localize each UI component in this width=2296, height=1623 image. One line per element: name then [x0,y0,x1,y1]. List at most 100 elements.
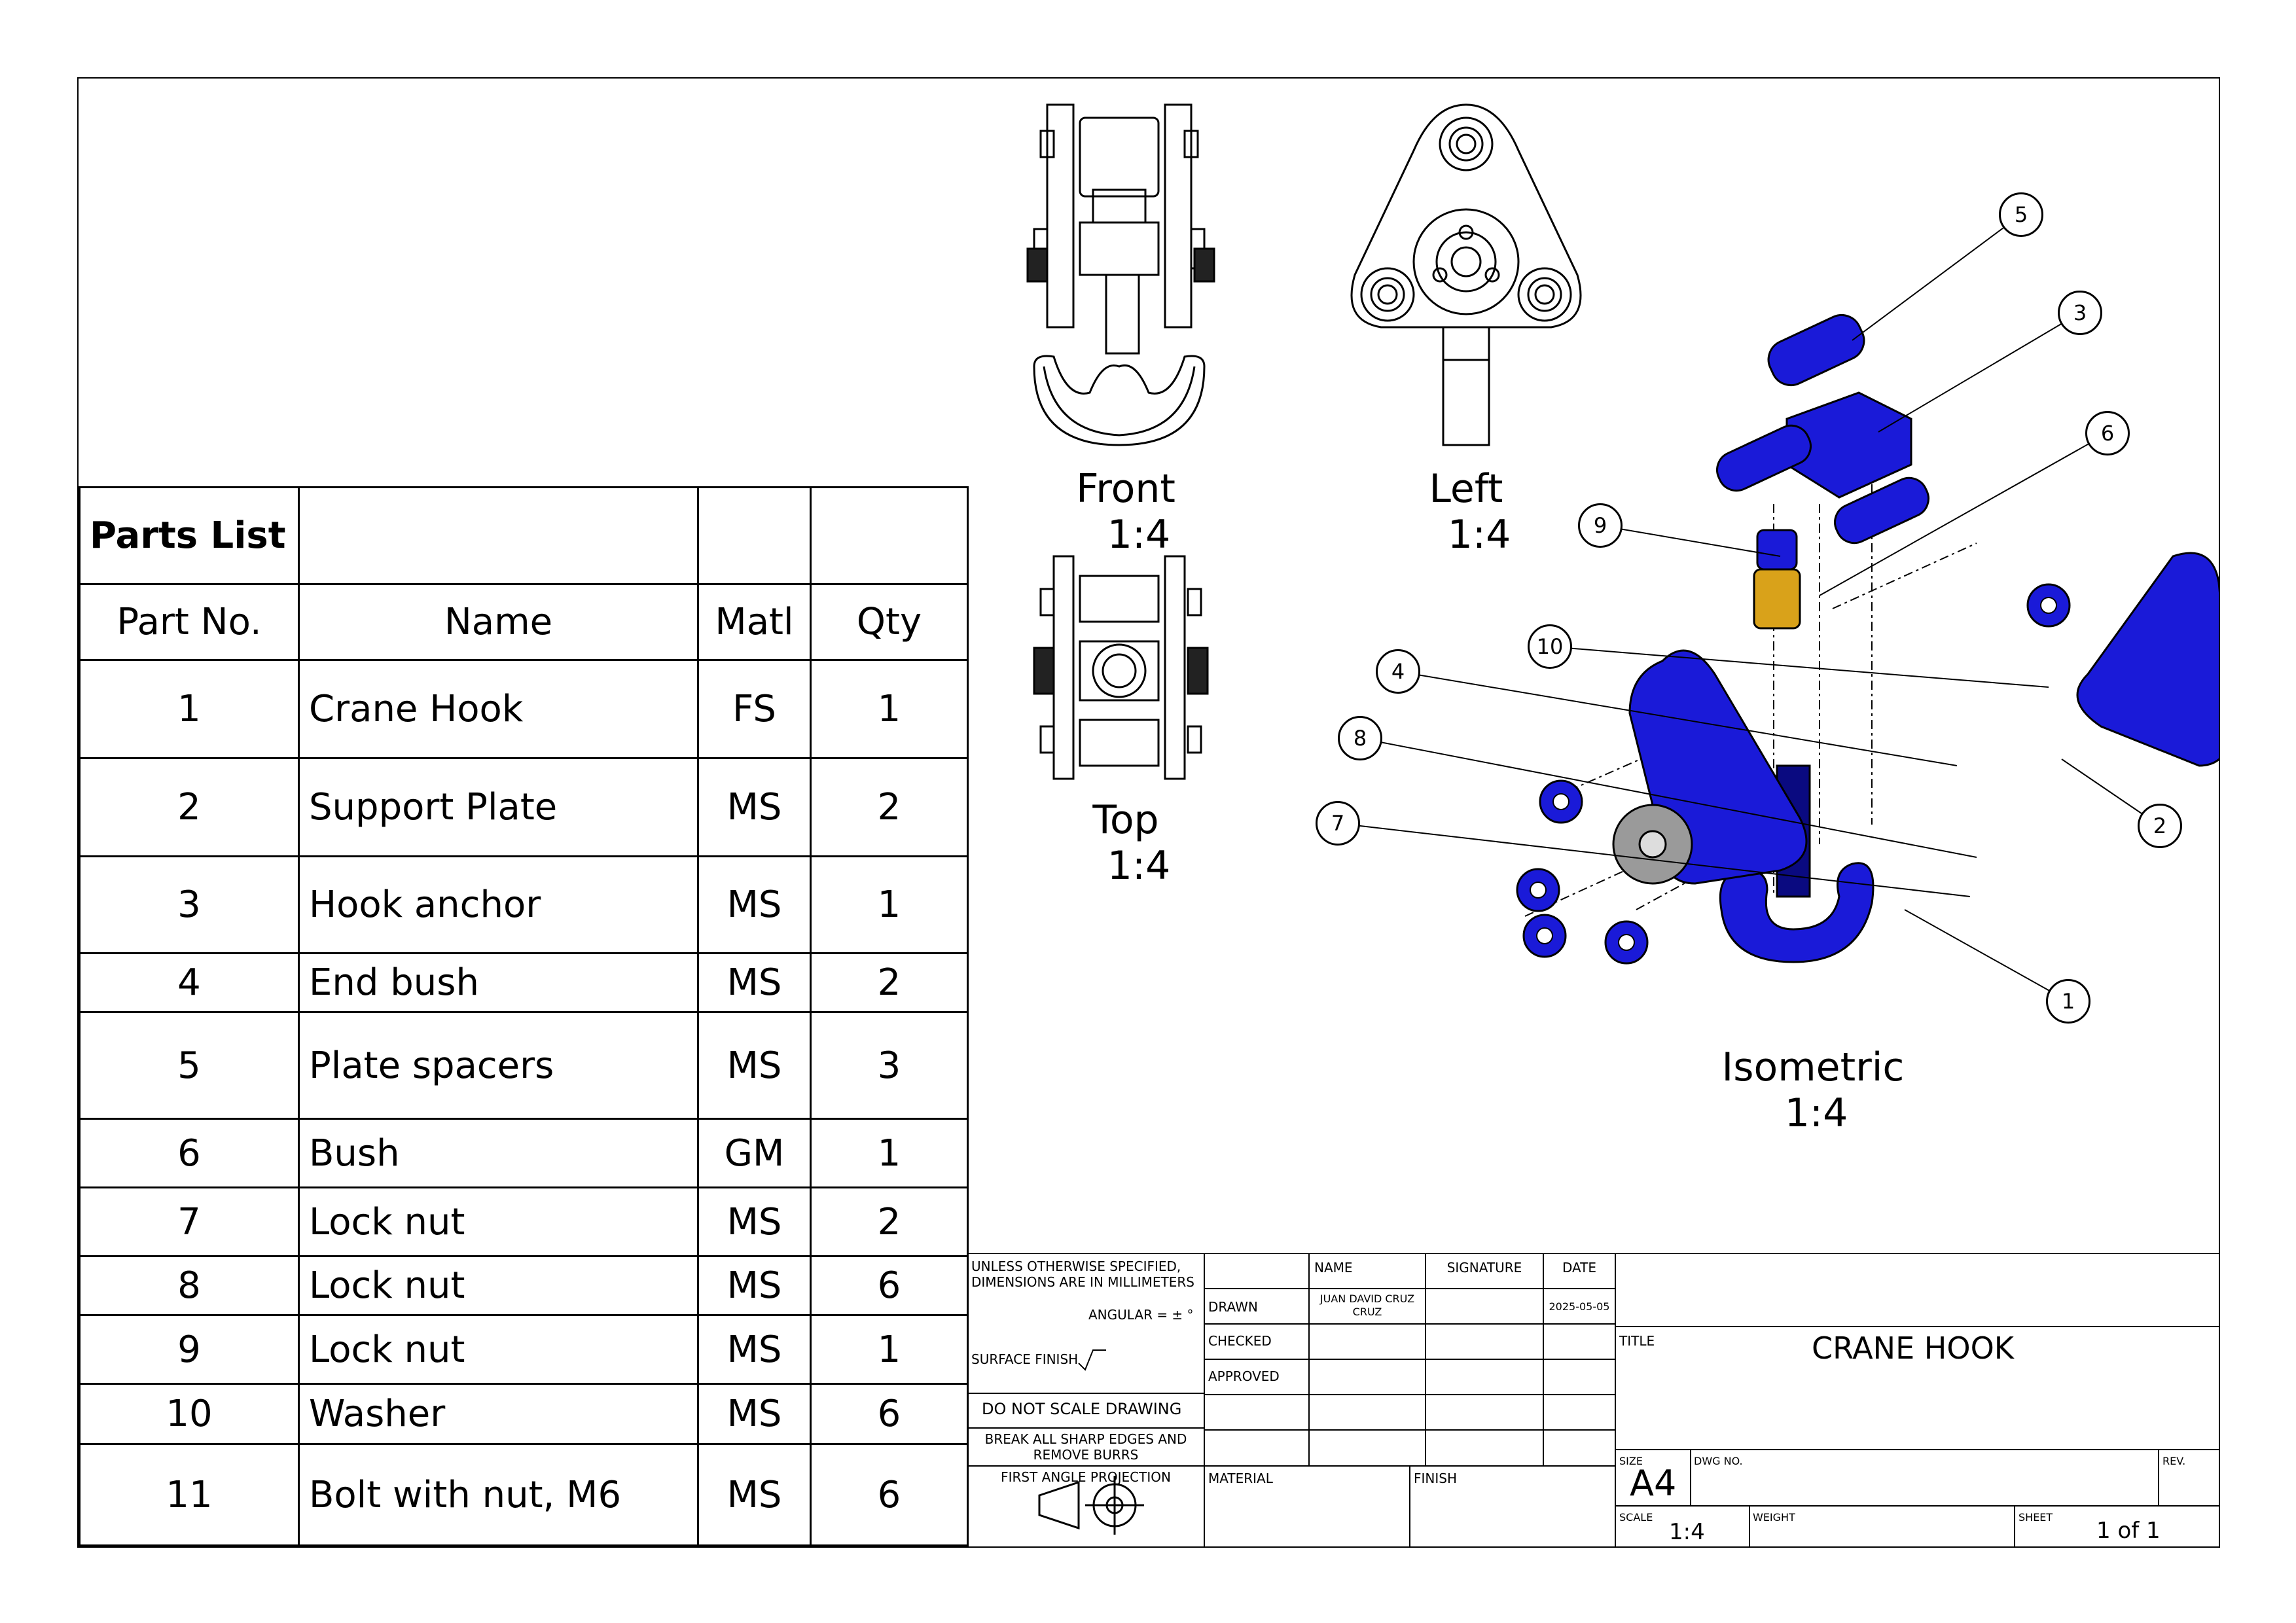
part-matl-cell: MS [697,1383,812,1445]
drawing-border [77,77,2220,1548]
balloon-9: 9 [1578,503,1623,548]
isometric-view-label: Isometric 1:4 [1702,1044,1924,1136]
sheet-size: A4 [1630,1463,1677,1504]
notes-line-2: DIMENSIONS ARE IN MILLIMETERS [971,1274,1194,1290]
col-name-header: NAME [1314,1260,1353,1275]
part-qty-cell: 2 [810,952,969,1013]
front-view-label: Front 1:4 [1047,466,1204,558]
break-edges-line-2: REMOVE BURRS [1033,1447,1139,1463]
sheet-label: SHEET [2018,1511,2053,1524]
leader-line-5 [1852,214,2022,341]
material-label: MATERIAL [1208,1471,1273,1486]
part-no-cell: 1 [79,659,300,759]
part-qty-cell: 2 [810,757,969,857]
left-view-name: Left [1429,466,1503,512]
leader-line-10 [1549,646,2049,688]
part-name-cell: Lock nut [298,1314,699,1385]
part-no-cell: 5 [79,1011,300,1120]
part-qty-cell: 1 [810,659,969,759]
part-no-cell: 10 [79,1383,300,1445]
part-matl-cell: MS [697,1255,812,1316]
front-view-name: Front [1076,466,1175,512]
lock-nut-hole-2 [1618,934,1635,951]
balloon-6: 6 [2085,411,2130,455]
title-label: TITLE [1619,1333,1655,1349]
top-view-name: Top [1092,797,1159,843]
drawn-name-line-1: JUAN DAVID CRUZ [1319,1293,1415,1305]
front-view-scale: 1:4 [1107,512,1171,558]
part-name-cell: Lock nut [298,1186,699,1257]
part-no-cell: 3 [79,855,300,954]
col-signature-header: SIGNATURE [1446,1260,1522,1275]
balloon-4: 4 [1376,649,1420,694]
left-view-drawing [1350,103,1582,446]
part-qty-cell: 1 [810,1314,969,1385]
balloon-5: 5 [1999,192,2043,237]
top-view-label: Top 1:4 [1047,797,1204,889]
size-label: SIZE [1619,1455,1643,1467]
balloon-2: 2 [2138,804,2182,848]
part-matl-cell: MS [697,757,812,857]
part-matl-cell: MS [697,1443,812,1546]
title-block: UNLESS OTHERWISE SPECIFIED, DIMENSIONS A… [967,1253,2220,1548]
header-matl: Matl [697,583,812,661]
drawn-label: DRAWN [1208,1299,1258,1315]
part-name-cell: Washer [298,1383,699,1445]
projection-symbol [1038,1476,1144,1535]
part-name-cell: Crane Hook [298,659,699,759]
header-part-no: Part No. [79,583,300,661]
leader-line-7 [1337,823,1971,897]
leader-line-1 [1904,909,2069,1002]
plate-spacer-3 [1834,476,1929,544]
part-matl-cell: MS [697,952,812,1013]
lock-nut-hole-3 [1552,793,1570,810]
part-qty-cell: 6 [810,1383,969,1445]
do-not-scale-note: DO NOT SCALE DRAWING [982,1400,1182,1418]
balloon-8: 8 [1338,716,1382,760]
drawn-date: 2025-05-05 [1549,1300,1610,1313]
part-matl-cell: MS [697,1314,812,1385]
approved-label: APPROVED [1208,1368,1280,1384]
part-name-cell: Plate spacers [298,1011,699,1120]
top-view-drawing [1033,555,1209,780]
part-matl-cell: MS [697,1186,812,1257]
lock-nut-hole-1 [1536,927,1553,944]
rev-label: REV. [2162,1455,2186,1467]
part-no-cell: 4 [79,952,300,1013]
bush-part [1753,568,1801,630]
part-qty-cell: 1 [810,855,969,954]
leader-line-8 [1359,738,1977,858]
title-block-grid [967,1253,2220,1548]
left-view-scale: 1:4 [1447,512,1511,558]
parts-list-title: Parts List [79,486,300,585]
balloon-1: 1 [2046,979,2090,1024]
part-matl-cell: GM [697,1118,812,1188]
isometric-view-drawing [1337,214,2219,1002]
balloon-3: 3 [2058,291,2102,335]
part-qty-cell: 6 [810,1443,969,1546]
part-qty-cell: 2 [810,1186,969,1257]
part-no-cell: 8 [79,1255,300,1316]
part-name-cell: Hook anchor [298,855,699,954]
plate-spacer-1 [1767,313,1865,387]
header-qty: Qty [810,583,969,661]
leader-lines [1337,214,2161,1002]
part-name-cell: Bolt with nut, M6 [298,1443,699,1546]
balloon-7: 7 [1316,801,1360,846]
front-view-drawing [1026,103,1215,446]
part-name-cell: End bush [298,952,699,1013]
angular-tolerance: ANGULAR = ± ° [1088,1307,1194,1323]
plate-spacer-2 [1716,424,1812,492]
balloon-10: 10 [1528,624,1572,669]
leader-line-9 [1600,525,1781,557]
notes-line-1: UNLESS OTHERWISE SPECIFIED, [971,1258,1181,1274]
